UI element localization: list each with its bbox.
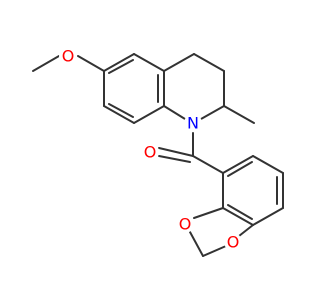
bond-ar4: [133, 105, 165, 124]
bond-o2-ring: [238, 224, 254, 237]
bond-c4a-c4: [163, 53, 195, 72]
bond-bz1: [222, 155, 254, 174]
bond-dioxole-o1: [193, 207, 224, 219]
atom-dioxole-oxygen-1: O: [179, 215, 192, 234]
atom-dioxole-oxygen-2: O: [227, 233, 240, 252]
bond-ar2: [133, 53, 165, 72]
bond-ar1: [103, 53, 135, 72]
bond-c-o-carbonyl-1: [158, 147, 194, 157]
bond-bz5-double: [227, 204, 253, 220]
bond-bz4: [252, 207, 284, 226]
bond-n-c8a: [163, 105, 186, 120]
atom-carbonyl-oxygen: O: [144, 143, 157, 162]
bond-c-o-carbonyl-2: [158, 155, 191, 163]
atom-ring-nitrogen: N: [187, 114, 199, 133]
bond-ar5-double: [108, 103, 134, 118]
chemical-structure-diagram: O N O O O: [32, 47, 284, 257]
bond-c4-c3: [193, 53, 225, 72]
bond-bz1-double: [227, 161, 253, 177]
bond-c2-methyl: [223, 105, 255, 124]
bonds: [32, 53, 284, 257]
bond-bz5: [222, 207, 254, 226]
bond-o-aryl: [77, 55, 105, 72]
bond-bz2: [252, 155, 284, 174]
bond-ch2-o2: [202, 245, 227, 257]
bond-c2-n: [200, 105, 225, 120]
atom-methoxy-oxygen: O: [62, 47, 75, 66]
bond-methyl-o: [32, 55, 60, 72]
bond-ar1-double: [108, 59, 134, 74]
bond-o1-ch2: [189, 231, 204, 257]
bond-ar5: [103, 105, 135, 124]
atom-labels: O N O O O: [59, 47, 242, 252]
bond-carbonyl-aryl: [192, 155, 224, 174]
